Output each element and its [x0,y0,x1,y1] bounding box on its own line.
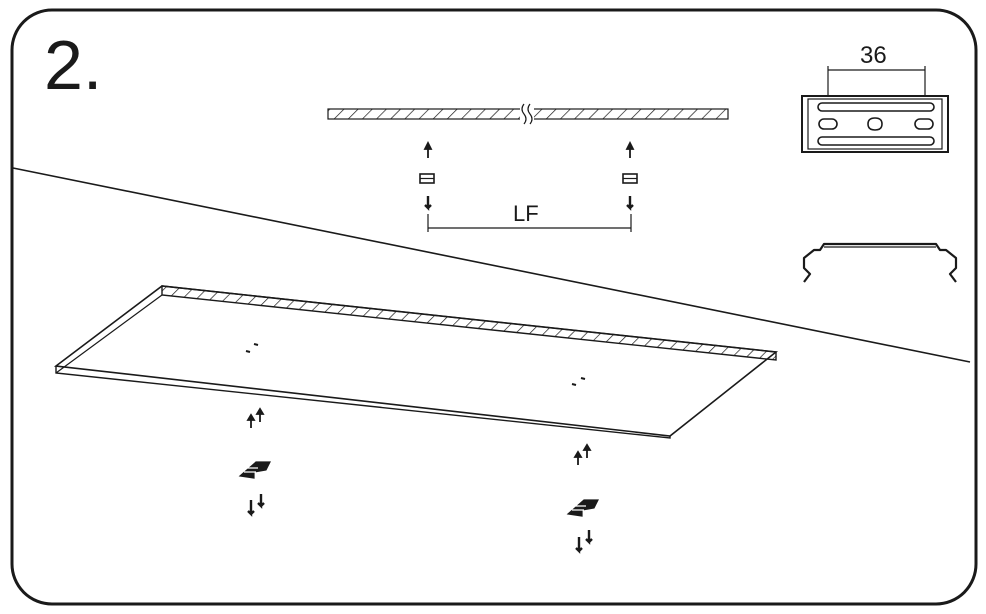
wall-plug-icon [626,196,634,211]
fixing-left [419,140,435,211]
lf-dimension-line [427,214,632,232]
ceiling-section-detail [327,103,729,232]
mounting-clip-icon [566,499,599,517]
mounting-bracket-icon [801,95,949,153]
screw-icon [246,407,265,428]
perspective-line [12,167,971,363]
step-number: 2. [44,26,103,104]
frame-border [10,8,978,606]
profile-section-icon [802,242,958,283]
break-mark-icon [521,103,533,125]
fixing-group-left [238,407,271,517]
screw-icon [423,140,433,158]
panel-top-surface [53,285,779,437]
panel-front-edge [55,366,671,439]
mounting-bracket-detail [801,66,949,153]
wall-plug-icon [575,530,593,554]
screw-icon [573,443,592,465]
lf-spacing-label: LF [513,201,539,226]
wall-plug-icon [424,196,432,211]
ceiling-panel [53,285,779,439]
fixing-right [622,140,638,211]
fixing-group-right [566,443,599,554]
wall-plug-icon [247,494,265,517]
drill-mark-right [571,377,586,386]
panel-hatched-edge [161,285,777,361]
bracket-width-label: 36 [860,42,887,69]
drill-mark-left [245,343,259,353]
screw-icon [625,140,635,158]
mounting-clip-icon [238,461,271,479]
